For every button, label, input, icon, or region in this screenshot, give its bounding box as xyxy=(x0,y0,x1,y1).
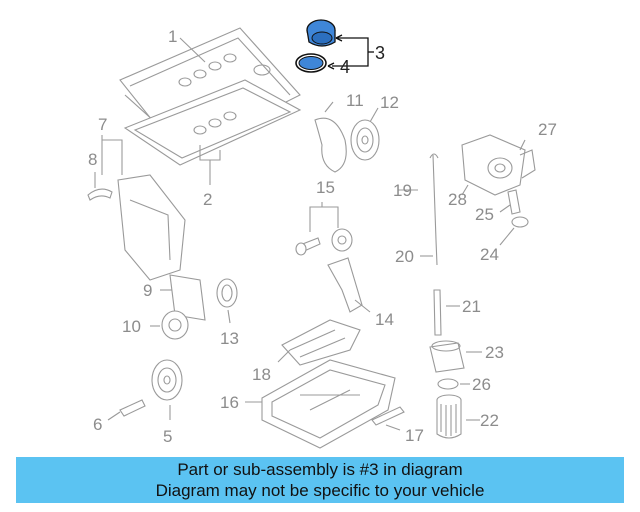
oil-pan xyxy=(261,359,396,449)
oil-filler-cap-highlighted[interactable] xyxy=(306,19,336,47)
dipstick-tube xyxy=(433,289,442,336)
callout-4: 4 xyxy=(340,57,350,77)
oil-filter xyxy=(436,394,462,439)
filter-housing-seal xyxy=(437,378,459,390)
tensioner-bolt xyxy=(295,237,321,256)
callout-3: 3 xyxy=(375,43,385,63)
callout-20: 20 xyxy=(395,247,414,266)
callout-19: 19 xyxy=(393,181,412,200)
callout-bracket-3-4 xyxy=(327,34,374,70)
banner-line-1: Part or sub-assembly is #3 in diagram xyxy=(177,460,463,479)
info-banner: Part or sub-assembly is #3 in diagram Di… xyxy=(16,457,624,503)
callout-12: 12 xyxy=(380,93,399,112)
valve-cover-gasket xyxy=(123,79,302,166)
callout-1: 1 xyxy=(168,27,177,46)
callout-5: 5 xyxy=(163,427,172,446)
callout-2: 2 xyxy=(203,190,212,209)
crank-seal-flange xyxy=(161,310,189,340)
callout-22: 22 xyxy=(480,411,499,430)
callout-7: 7 xyxy=(98,115,107,134)
callout-11: 11 xyxy=(346,91,364,110)
callout-10: 10 xyxy=(122,317,141,336)
callout-26: 26 xyxy=(472,375,491,394)
oil-pan-gasket-strip xyxy=(371,406,405,426)
timing-cover-clip xyxy=(87,188,113,201)
callout-17: 17 xyxy=(405,426,424,445)
callout-24: 24 xyxy=(480,245,499,264)
callout-16: 16 xyxy=(220,393,239,412)
o-ring-24 xyxy=(511,216,529,228)
oil-filter-housing xyxy=(429,340,465,373)
callout-13: 13 xyxy=(220,329,239,348)
oil-pump-housing xyxy=(461,134,536,196)
callout-6: 6 xyxy=(93,415,102,434)
banner-line-2: Diagram may not be specific to your vehi… xyxy=(155,481,485,500)
callout-15: 15 xyxy=(316,178,335,197)
parts-diagram: 3 4 1 2 7 8 11 12 15 xyxy=(87,19,557,449)
crankshaft-pulley xyxy=(151,359,183,401)
callout-18: 18 xyxy=(252,365,271,384)
callout-14: 14 xyxy=(375,310,394,329)
filler-cap-seal-highlighted[interactable] xyxy=(295,53,327,73)
callout-27: 27 xyxy=(538,120,557,139)
camshaft-sprocket xyxy=(350,119,380,161)
crank-plate xyxy=(169,274,206,321)
callout-21: 21 xyxy=(462,297,481,316)
callout-25: 25 xyxy=(475,205,494,224)
callout-23: 23 xyxy=(485,343,504,362)
timing-belt xyxy=(314,117,347,173)
tensioner-pulley xyxy=(331,228,353,252)
timing-belt-cover xyxy=(117,174,186,281)
crankshaft-sprocket xyxy=(216,278,238,308)
callout-28: 28 xyxy=(448,190,467,209)
oil-pump-spring xyxy=(507,189,521,215)
oil-baffle xyxy=(281,319,361,366)
engine-bracket xyxy=(327,257,363,313)
callout-8: 8 xyxy=(88,150,97,169)
callout-9: 9 xyxy=(143,281,152,300)
pulley-bolt xyxy=(119,399,146,417)
